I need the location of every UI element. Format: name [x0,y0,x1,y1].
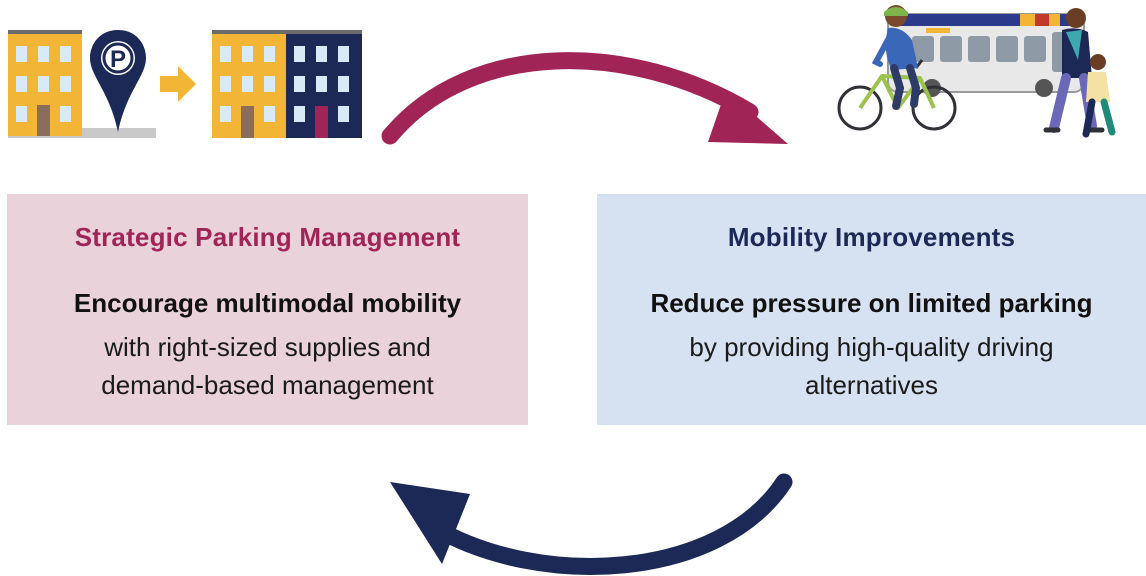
parking-pin-icon: P [90,30,146,132]
mobility-panel-body-line: by providing high-quality driving [689,332,1054,362]
arrow-right-icon [160,66,196,102]
building-icon [212,30,286,138]
mobility-illustration [837,5,1116,138]
building-icon [8,30,82,136]
curved-arrow-left-icon [390,473,793,575]
mobility-improvements-panel: Mobility Improvements Reduce pressure on… [597,194,1146,425]
building-icon [286,30,362,138]
pedestrian-child-icon [1082,54,1116,138]
parking-panel-title: Strategic Parking Management [74,222,461,252]
cyclist-icon [837,5,957,131]
parking-panel-lead: Encourage multimodal mobility [73,288,462,318]
parking-panel-body-line: with right-sized supplies and [104,332,431,362]
parking-panel-body-line: demand-based management [101,370,434,400]
curved-arrow-right-icon [381,52,788,145]
mobility-panel-lead: Reduce pressure on limited parking [650,288,1093,318]
mobility-panel-body: by providing high-quality driving altern… [597,328,1146,404]
parking-panel-body: with right-sized supplies and demand-bas… [7,328,528,404]
parking-illustration: P [8,30,362,138]
mobility-panel-title: Mobility Improvements [727,222,1016,252]
parking-management-panel: Strategic Parking Management Encourage m… [7,194,528,425]
mobility-panel-body-line: alternatives [805,370,938,400]
parking-sign-letter: P [110,46,126,73]
